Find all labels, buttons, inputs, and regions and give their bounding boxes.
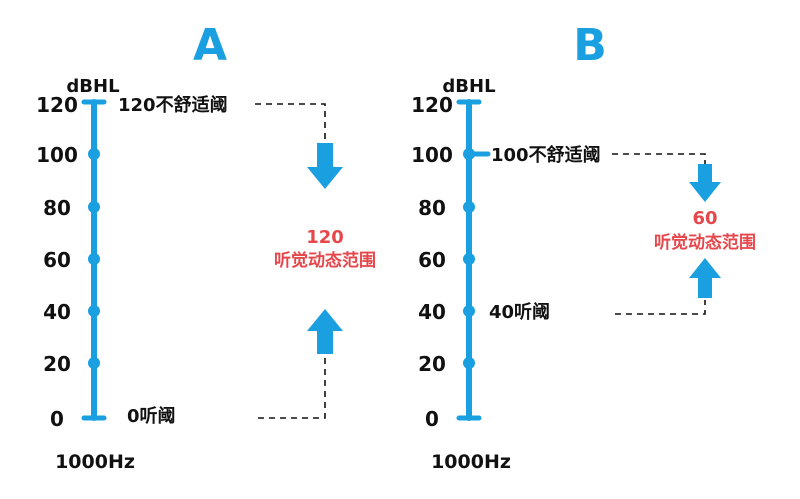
panel-b-tick-60: 60 [418,248,446,272]
panel-a-tick-80: 80 [43,196,71,220]
panel-b-title: B [573,20,607,71]
panel-a-upper-leader [255,103,326,140]
panel-a-upper-label: 120不舒适阈 [118,94,228,116]
panel-a-dot-60 [88,253,100,265]
panel-a-dot-20 [88,357,100,369]
panel-a-frequency: 1000Hz [55,451,135,473]
panel-b-tick-20: 20 [418,352,446,376]
panel-a-dot-40 [88,305,100,317]
panel-b-range-text: 听觉动态范围 [654,232,756,253]
panel-a-dot-80 [88,201,100,213]
panel-b-dot-80 [463,201,475,213]
panel-a-tick-100: 100 [36,143,78,167]
panel-b-upper-label: 100不舒适阈 [491,144,601,166]
panel-a-dot-100 [88,148,100,160]
panel-a-tick-40: 40 [43,300,71,324]
panel-b-lower-label: 40听阈 [489,301,550,323]
panel-a-tick-20: 20 [43,352,71,376]
panel-a-lower-label: 0听阈 [127,405,176,427]
panel-b-dot-40 [463,305,475,317]
panel-b-tick-100: 100 [411,143,453,167]
panel-b-dot-20 [463,357,475,369]
panel-a-unit: dBHL [66,76,119,97]
panel-a-title: A [193,20,227,71]
panel-b-tick-0: 0 [425,407,439,431]
panel-a: A dBHL 120 100 80 60 40 20 0 120不舒适阈 0听阈… [36,20,376,473]
panel-b-range-value: 60 [692,208,717,229]
panel-a-tick-0: 0 [50,407,64,431]
down-arrow-icon [307,143,343,189]
panel-b-tick-80: 80 [418,196,446,220]
panel-a-tick-120: 120 [36,93,78,117]
panel-a-tick-60: 60 [43,248,71,272]
panel-b-unit: dBHL [442,76,495,97]
up-arrow-icon [689,258,721,298]
panel-b: B dBHL 120 100 80 60 40 20 0 100不舒适阈 40听… [411,20,756,473]
panel-a-range-text: 听觉动态范围 [274,250,376,271]
panel-b-dot-60 [463,253,475,265]
panel-b-upper-leader [612,153,706,166]
panel-b-frequency: 1000Hz [431,451,511,473]
down-arrow-icon [689,164,721,202]
panel-b-tick-120: 120 [411,93,453,117]
up-arrow-icon [307,309,343,354]
panel-b-tick-40: 40 [418,300,446,324]
panel-a-lower-leader [258,358,326,419]
panel-b-lower-leader [615,300,706,315]
panel-a-range-value: 120 [306,227,344,248]
